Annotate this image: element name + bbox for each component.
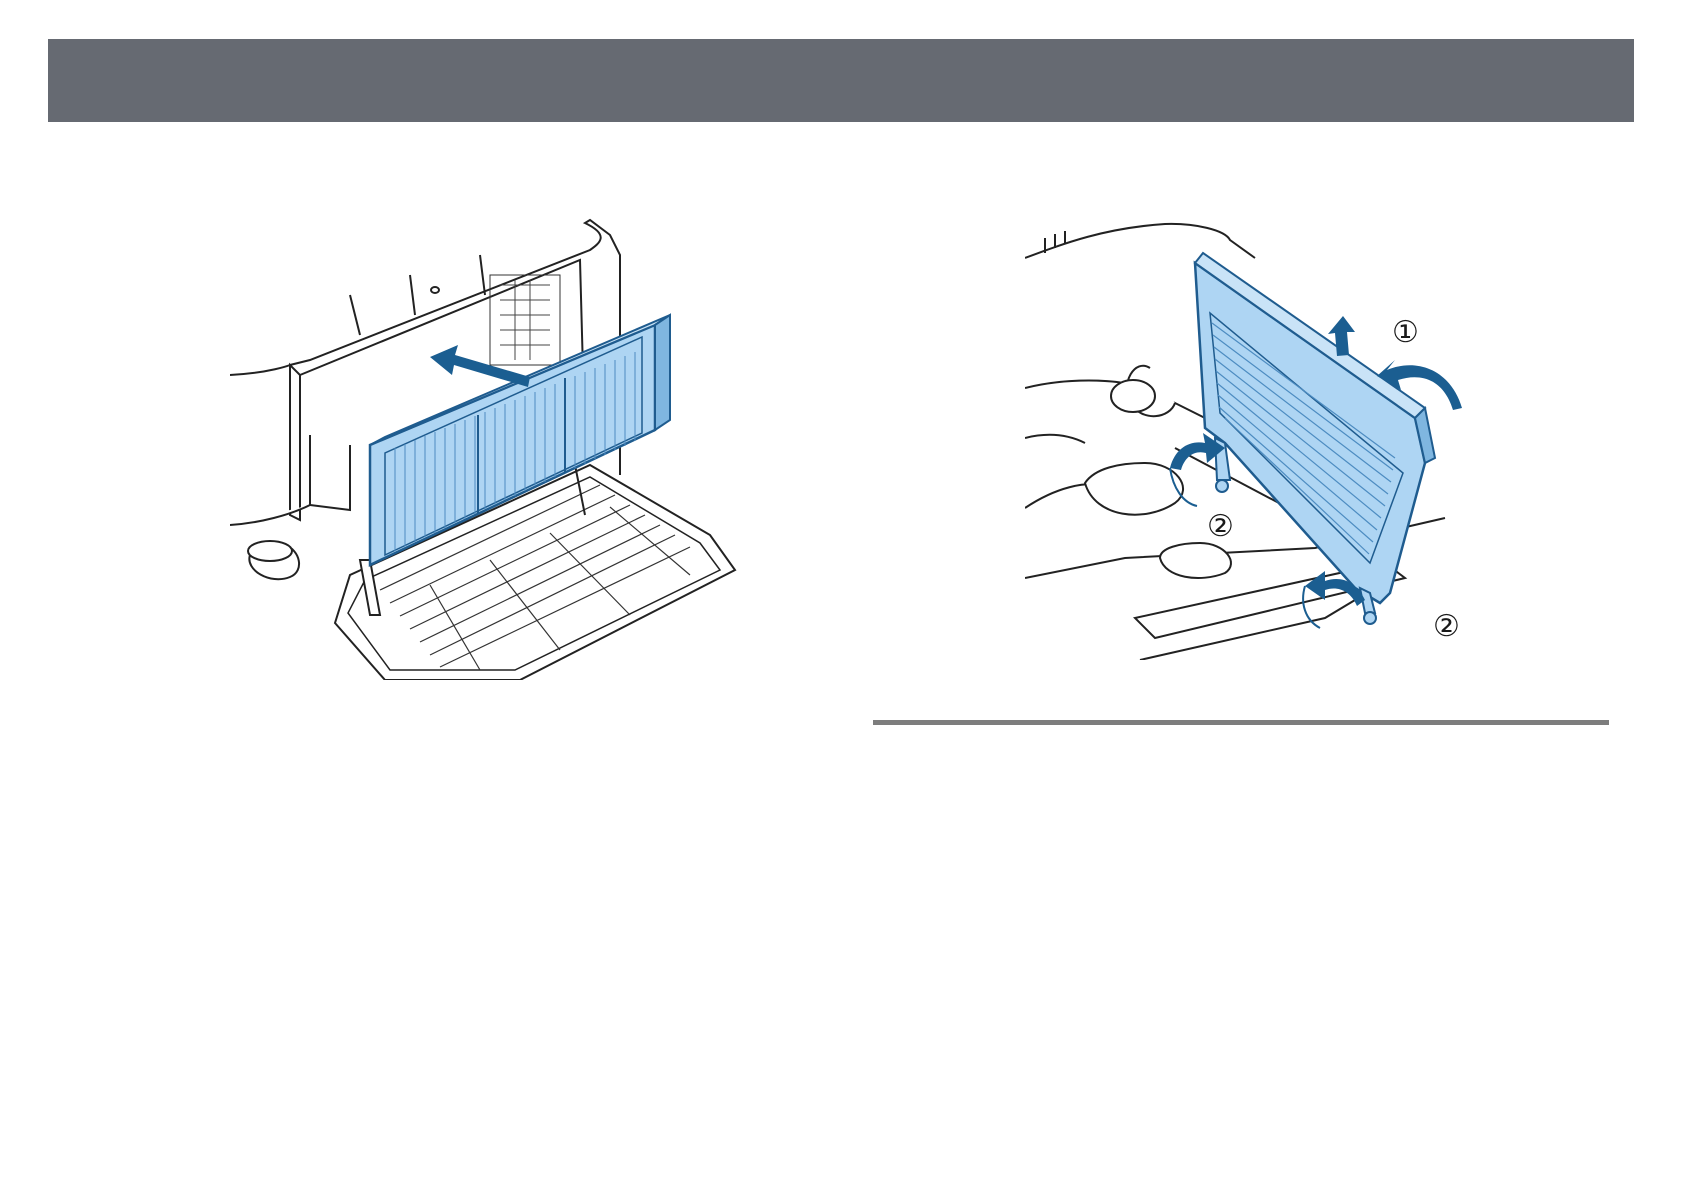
filter-cover-icon xyxy=(1195,253,1435,624)
page-header-bar xyxy=(48,39,1634,122)
callout-step-1: ① xyxy=(1392,315,1419,350)
section-divider xyxy=(873,720,1609,725)
callout-step-2-right: ② xyxy=(1433,609,1460,644)
figure-attach-filter-cover: ① ② ② xyxy=(1025,218,1530,660)
figure-insert-air-filter xyxy=(230,215,745,680)
callout-step-2-left: ② xyxy=(1207,509,1234,544)
